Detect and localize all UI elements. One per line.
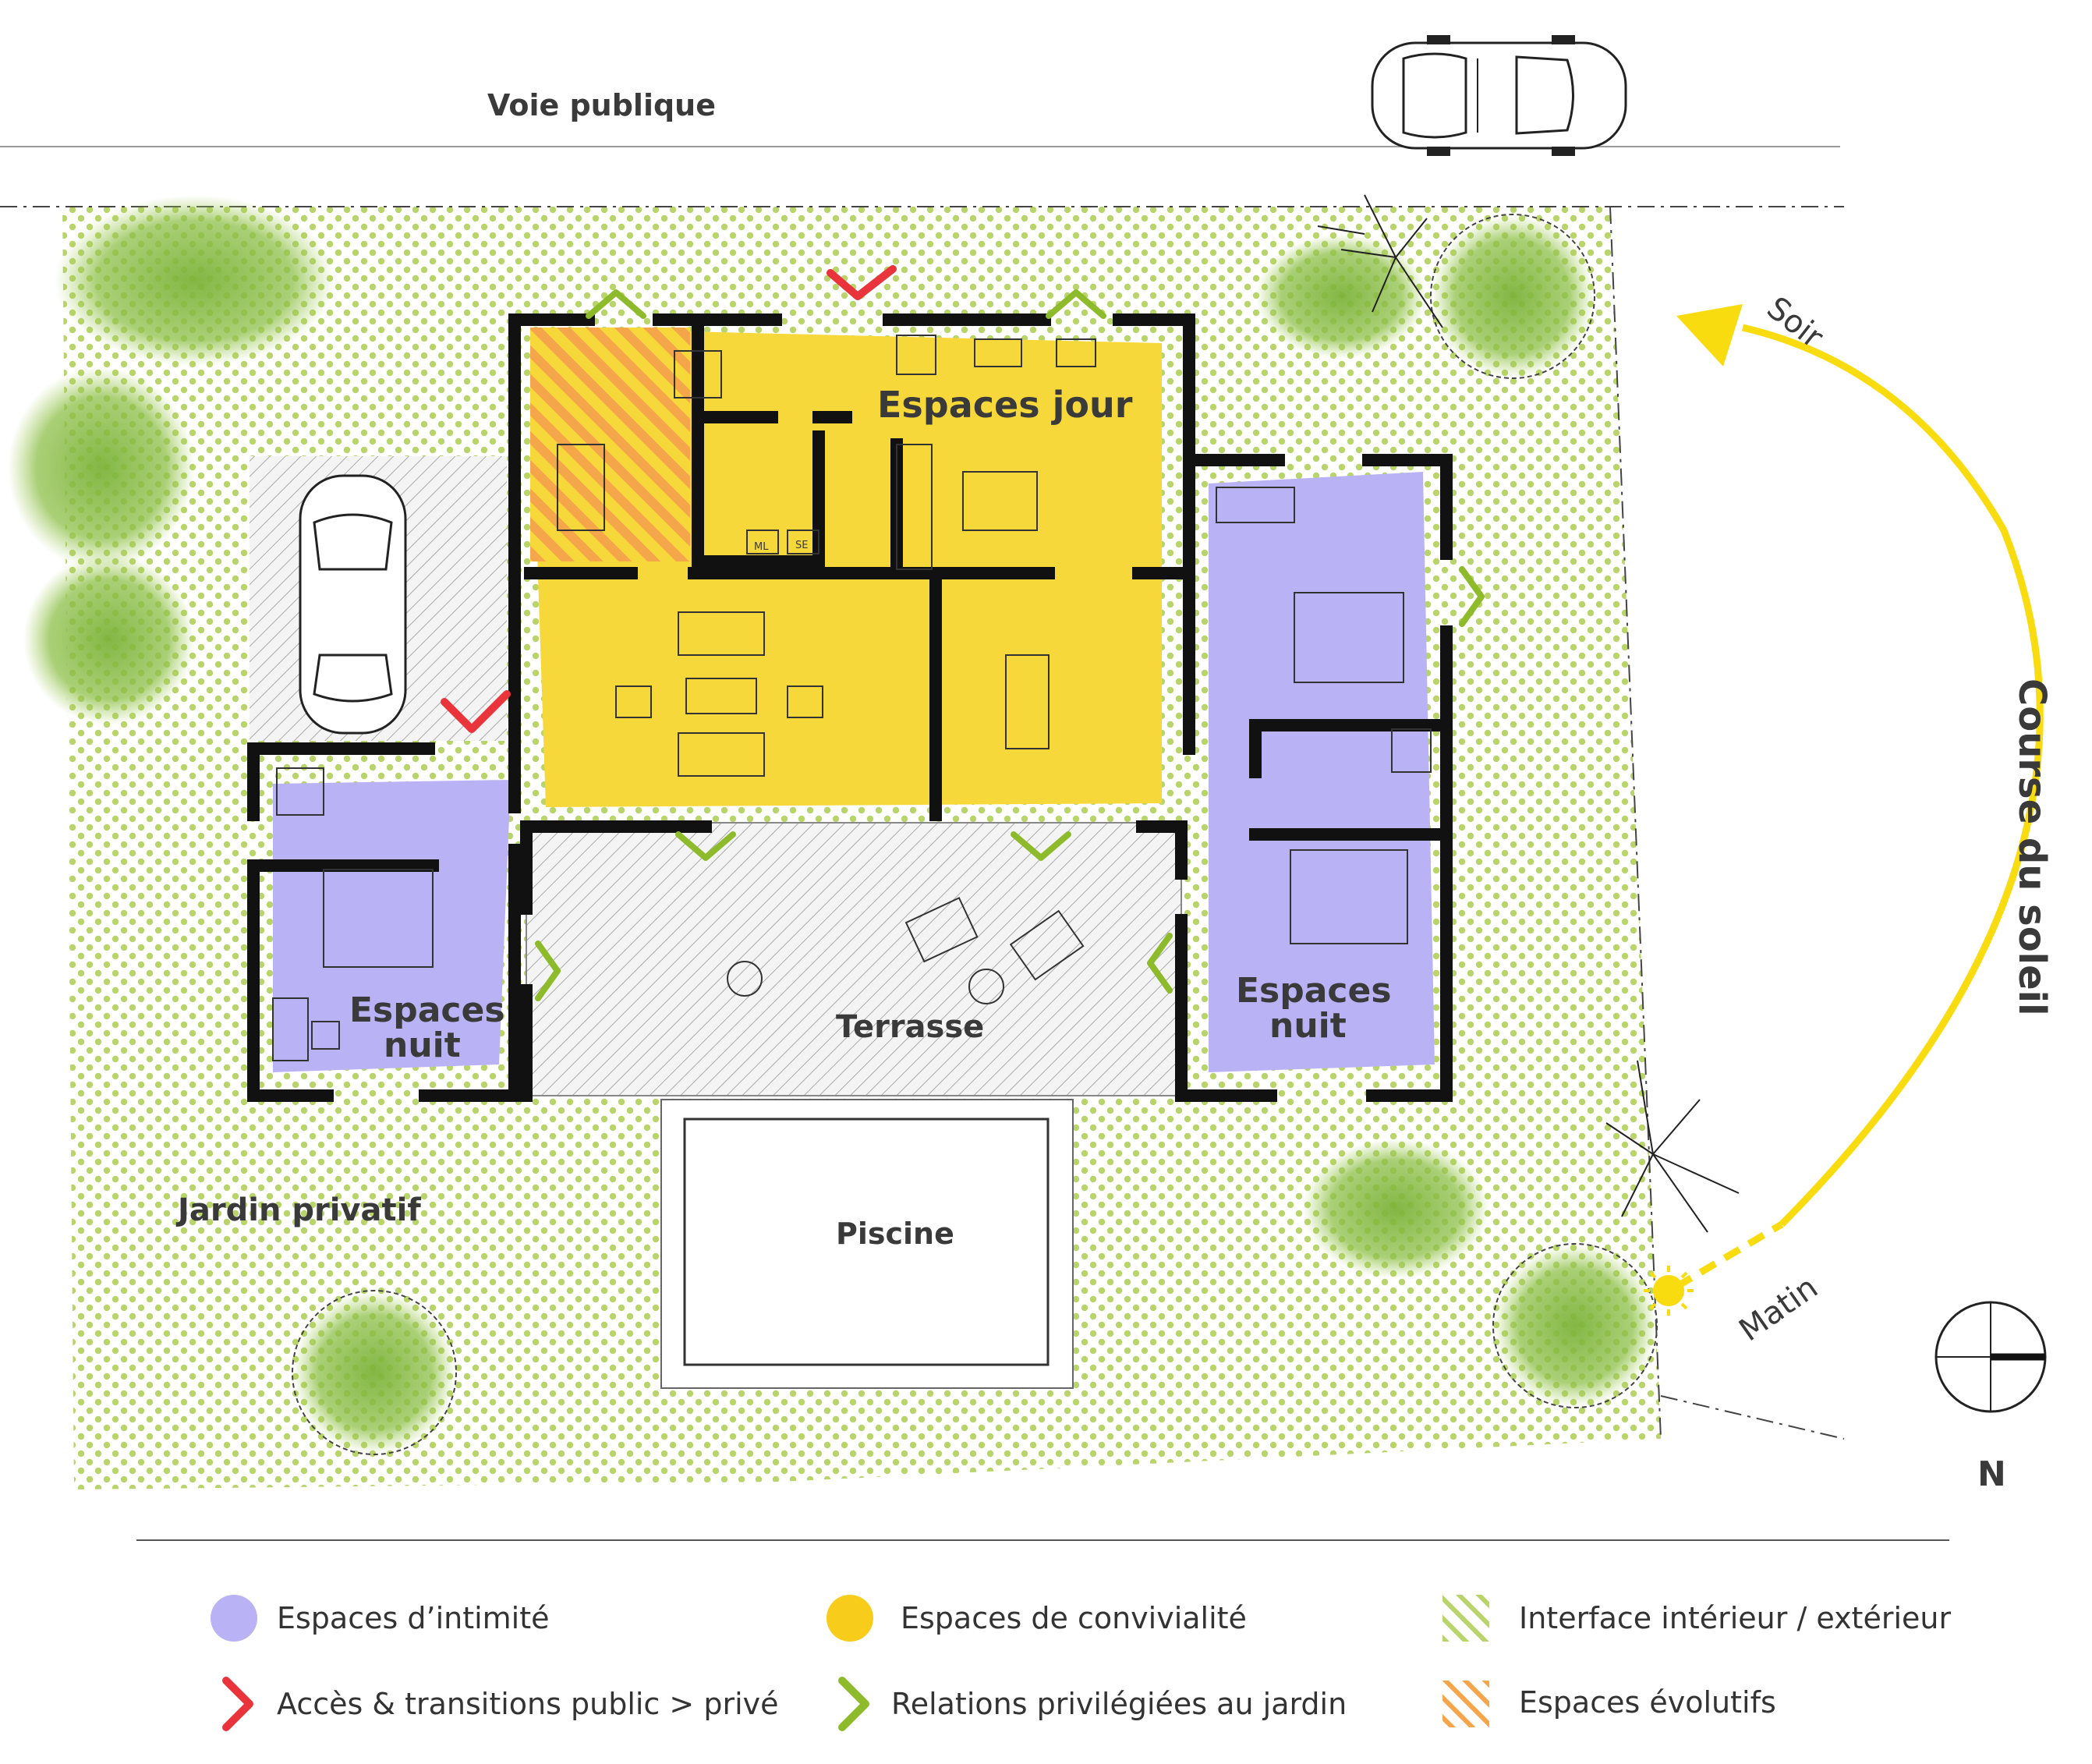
legend-green-chevron-icon bbox=[838, 1677, 869, 1731]
tree-top-left bbox=[8, 195, 335, 725]
street-label: Voie publique bbox=[487, 88, 716, 122]
svg-text:Relations privilégiées au jard: Relations privilégiées au jardin bbox=[891, 1687, 1347, 1721]
legend-item-conviviality: Espaces de convivialité bbox=[827, 1595, 1247, 1642]
night-right-label-2: nuit bbox=[1269, 1006, 1347, 1046]
legend-item-interface: Interface intérieur / extérieur bbox=[1442, 1595, 1951, 1642]
night-left-label-2: nuit bbox=[384, 1025, 461, 1065]
furniture bbox=[272, 335, 1432, 1061]
sun-icon bbox=[1644, 1266, 1694, 1316]
legend-item-garden-relation: Relations privilégiées au jardin bbox=[838, 1677, 1347, 1731]
tree-bottom-left bbox=[292, 1290, 457, 1455]
garden-chevrons bbox=[535, 289, 1485, 1001]
svg-text:Espaces évolutifs: Espaces évolutifs bbox=[1519, 1685, 1776, 1720]
night-left-label-1: Espaces bbox=[349, 990, 505, 1030]
svg-text:Interface intérieur / extérieu: Interface intérieur / extérieur bbox=[1519, 1601, 1951, 1635]
sun-path-morning-dash bbox=[1674, 1221, 1784, 1290]
garden-chevron-north-1 bbox=[586, 289, 646, 319]
north-label: N bbox=[1977, 1454, 2006, 1494]
night-space-left bbox=[273, 780, 511, 1072]
sun-path-arrowhead bbox=[1676, 304, 1743, 367]
legend-item-intimacy: Espaces d’intimité bbox=[211, 1595, 550, 1642]
morning-label: Matin bbox=[1733, 1270, 1824, 1348]
terrace-label: Terrasse bbox=[836, 1009, 984, 1045]
svg-text:Accès & transitions public > p: Accès & transitions public > privé bbox=[277, 1687, 779, 1721]
legend-yellow-dot-icon bbox=[827, 1595, 873, 1642]
legend-violet-dot-icon bbox=[211, 1595, 257, 1642]
svg-text:Espaces de convivialité: Espaces de convivialité bbox=[901, 1601, 1247, 1635]
sun-path-arc bbox=[1741, 324, 2044, 1227]
garden-chevron-east-terrace bbox=[1147, 933, 1173, 994]
garden-chevron-west bbox=[535, 940, 561, 1001]
compass-icon bbox=[1934, 1301, 2047, 1413]
legend-red-chevron-icon bbox=[222, 1677, 253, 1731]
garden-chevron-terrace-1 bbox=[675, 831, 736, 861]
access-chevrons bbox=[441, 265, 897, 733]
street-car-icon bbox=[1371, 35, 1627, 156]
pool bbox=[683, 1118, 1050, 1366]
evolving-space-zone bbox=[530, 328, 690, 561]
night-space-right bbox=[1209, 472, 1435, 1072]
access-chevron-carport bbox=[441, 690, 511, 733]
access-chevron-entrance bbox=[827, 265, 897, 300]
night-right-label-1: Espaces bbox=[1236, 971, 1392, 1011]
pool-label: Piscine bbox=[836, 1217, 954, 1251]
garden-chevron-north-2 bbox=[1046, 289, 1106, 319]
laundry-se-label: SE bbox=[795, 540, 808, 551]
plot-boundary-right bbox=[1609, 206, 1662, 1440]
sun-path-label: Course du soleil bbox=[2010, 678, 2054, 1016]
laundry-ml-label: ML bbox=[754, 541, 769, 553]
walls bbox=[247, 313, 1453, 1102]
legend-item-evolving: Espaces évolutifs bbox=[1442, 1681, 1776, 1727]
tree-top-right bbox=[1255, 194, 1595, 379]
tree-bottom-right bbox=[1302, 1060, 1740, 1408]
day-spaces-label: Espaces jour bbox=[877, 384, 1133, 426]
svg-text:Espaces d’intimité: Espaces d’intimité bbox=[277, 1601, 550, 1635]
garden-label: Jardin privatif bbox=[175, 1192, 421, 1228]
terrace-area bbox=[526, 822, 1182, 1096]
garden-chevron-terrace-2 bbox=[1011, 831, 1071, 861]
legend-green-hatch-icon bbox=[1442, 1595, 1489, 1642]
plot-boundary-bottom bbox=[1660, 1395, 1845, 1440]
legend-item-access: Accès & transitions public > privé bbox=[222, 1677, 779, 1731]
garden-chevron-east bbox=[1459, 566, 1485, 627]
legend: Espaces d’intimité Espaces de conviviali… bbox=[211, 1595, 1951, 1731]
carport-car-icon bbox=[299, 474, 407, 735]
legend-orange-hatch-icon bbox=[1442, 1681, 1489, 1727]
